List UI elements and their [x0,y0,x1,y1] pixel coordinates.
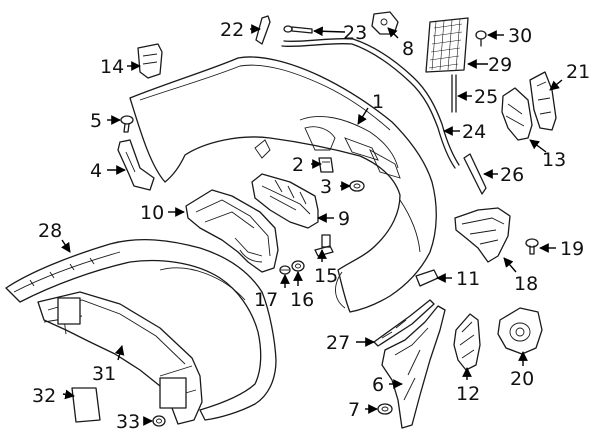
part-sensor-bracket [371,11,399,35]
callout-20: 20 [510,368,534,390]
part-long-bolt [283,25,313,34]
callout-28: 28 [38,220,62,242]
callout-25: 25 [474,86,498,108]
callout-labels: 1 2 3 4 5 6 7 8 9 10 11 12 13 14 15 16 1… [32,19,590,433]
part-right-corner-bracket [529,71,557,131]
part-left-bracket [117,139,155,191]
callout-19: 19 [560,238,584,260]
callout-32: 32 [32,385,56,407]
leader-8 [387,27,399,39]
part-small-clip [415,269,439,287]
leader-23 [313,26,346,37]
callout-33: 33 [116,411,140,433]
callout-4: 4 [90,160,102,182]
callout-9: 9 [338,208,350,230]
leader-1 [357,107,369,125]
callout-10: 10 [140,202,164,224]
part-bolt [525,238,539,255]
part-bumper-cover [129,56,437,313]
leader-32 [62,389,75,400]
part-center-absorber [185,189,279,273]
leader-31 [114,345,125,361]
part-right-bracket [454,207,511,263]
part-clip-17 [279,265,291,275]
part-nut-small [377,403,393,415]
callout-3: 3 [320,176,332,198]
part-right-lower-bracket [453,313,481,371]
callout-17: 17 [254,289,278,311]
part-reflector-trim [373,299,435,347]
part-washer [291,260,305,272]
leader-21 [549,79,563,91]
callout-26: 26 [500,164,524,186]
part-stud [451,74,457,113]
part-nut [349,180,365,192]
callout-16: 16 [290,289,314,311]
leader-lines [61,24,563,426]
part-lower-trim-panel [5,238,277,421]
part-screw [120,115,134,133]
callout-18: 18 [514,273,538,295]
part-right-side-bracket [501,87,533,141]
callout-15: 15 [314,265,338,287]
callout-22: 22 [220,19,244,41]
part-nut-33 [152,415,166,427]
part-trim-strip [463,153,487,195]
callout-29: 29 [488,54,512,76]
callout-7: 7 [348,399,360,421]
callout-27: 27 [326,332,350,354]
callout-14: 14 [100,56,124,78]
callout-11: 11 [456,268,480,290]
part-small-screw [475,30,487,47]
part-mesh-grille [425,17,469,73]
leader-13 [529,139,547,153]
part-left-side-mount [137,43,163,79]
part-sensor-housing [497,307,543,355]
callout-6: 6 [372,374,384,396]
callout-21: 21 [566,61,590,83]
callout-12: 12 [456,383,480,405]
part-impact-bar [37,291,203,425]
part-plate [71,387,101,423]
part-top-clip [255,15,271,45]
leader-28 [61,239,71,253]
part-clip [318,157,334,173]
callout-2: 2 [292,154,304,176]
callout-13: 13 [542,149,566,171]
callout-24: 24 [462,121,486,143]
callout-31: 31 [92,363,116,385]
callout-30: 30 [508,25,532,47]
callout-8: 8 [402,38,414,60]
leader-18 [503,257,517,273]
part-sensor-stud [314,234,334,257]
callout-1: 1 [372,91,384,113]
callout-5: 5 [90,110,102,132]
callout-23: 23 [343,22,367,44]
